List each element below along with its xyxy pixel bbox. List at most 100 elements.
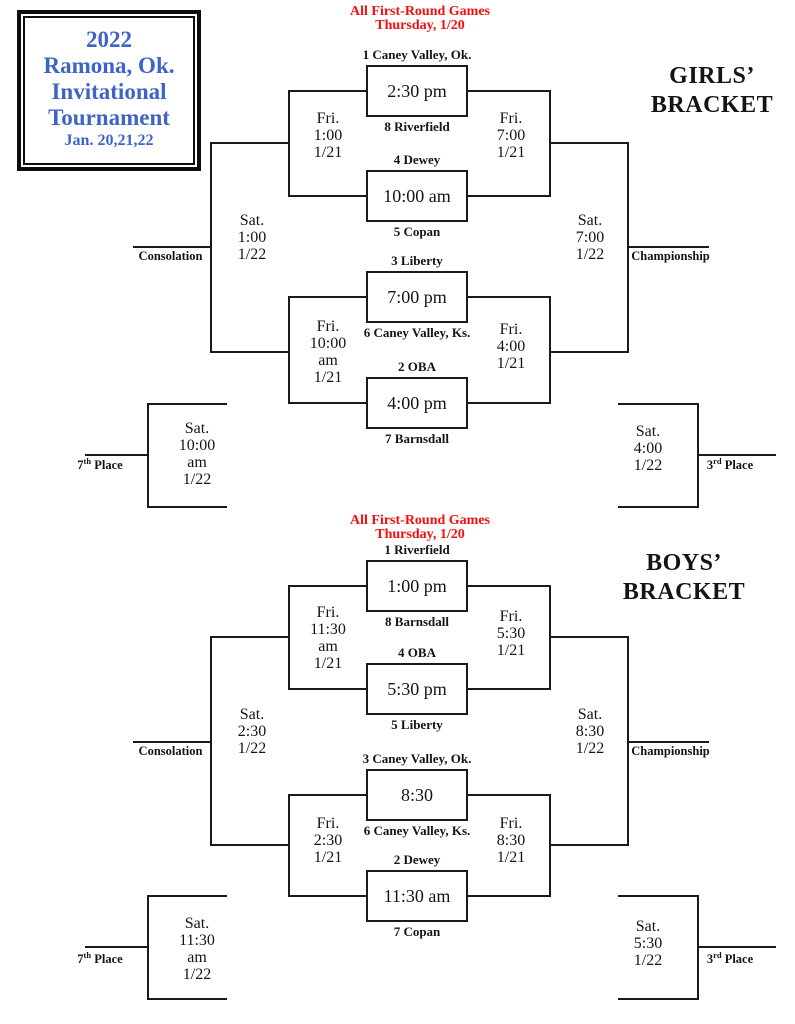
bracket-line [210, 844, 290, 846]
first-round-header: All First-Round Games Thursday, 1/20 [350, 4, 490, 33]
bracket-line [618, 506, 699, 508]
seed-team-top: 2 Dewey [393, 852, 441, 867]
consolation-time-label: Sat. 1:00 1/22 [237, 212, 267, 263]
place-word: Place [94, 458, 123, 473]
seed-team-bottom: 7 Copan [393, 924, 441, 939]
semifinal-time-label: Fri. 10:00 am 1/21 [309, 318, 347, 386]
bracket-line [618, 895, 699, 897]
place-word: Place [724, 458, 754, 473]
place-word: Place [724, 952, 754, 967]
game-box: 11:30 am [366, 870, 468, 922]
seed-team-top: 2 OBA [398, 359, 436, 374]
bracket-line [627, 741, 709, 743]
third-place-time-label: Sat. 5:30 1/22 [633, 918, 663, 969]
semifinal-time-label: Fri. 2:30 1/21 [313, 815, 343, 866]
bracket-line [549, 636, 629, 638]
title-year: 2022 [86, 27, 132, 52]
game-time: 10:00 am [383, 185, 451, 206]
championship-label: Championship [631, 744, 710, 758]
semifinal-time-label: Fri. 4:00 1/21 [496, 321, 526, 372]
seed-team-top: 1 Caney Valley, Ok. [362, 47, 472, 62]
bracket-line [288, 794, 368, 796]
game-box: 1:00 pm [366, 560, 468, 612]
semifinal-time-label: Fri. 7:00 1/21 [496, 110, 526, 161]
bracket-line [549, 351, 629, 353]
place-number: 3 [706, 952, 714, 967]
tournament-title-box: 2022 Ramona, Ok. Invitational Tournament… [17, 10, 201, 171]
third-place-label: 3rd Place [688, 456, 772, 473]
bracket-line [618, 403, 699, 405]
game-time: 7:00 pm [387, 286, 447, 307]
bracket-line [210, 636, 290, 638]
third-place-time-label: Sat. 4:00 1/22 [633, 423, 663, 474]
bracket-line [147, 895, 227, 897]
consolation-label: Consolation [138, 744, 203, 758]
bracket-line [288, 895, 368, 897]
bracket-line [627, 246, 709, 248]
game-time: 4:00 pm [387, 392, 447, 413]
bracket-line [549, 296, 551, 404]
bracket-line [466, 296, 549, 298]
bracket-line [85, 454, 149, 456]
bracket-line [210, 351, 290, 353]
seed-team-bottom: 5 Copan [393, 224, 441, 239]
bracket-line [549, 844, 629, 846]
place-number: 7 [77, 458, 84, 473]
title-dates: Jan. 20,21,22 [64, 132, 154, 149]
seed-team-bottom: 7 Barnsdall [385, 431, 449, 446]
place-ordinal-suffix: th [83, 950, 92, 960]
third-place-label: 3rd Place [688, 950, 772, 967]
championship-time-label: Sat. 8:30 1/22 [575, 706, 605, 757]
bracket-line [288, 195, 368, 197]
place-ordinal-suffix: rd [713, 950, 722, 960]
bracket-line [697, 946, 776, 948]
first-round-header: All First-Round Games Thursday, 1/20 [350, 513, 490, 542]
bracket-line [133, 246, 212, 248]
seventh-place-time-label: Sat. 11:30 am 1/22 [179, 915, 215, 983]
bracket-line [466, 585, 549, 587]
game-box: 7:00 pm [366, 271, 468, 323]
seed-team-bottom: 8 Riverfield [384, 119, 450, 134]
bracket-line [85, 946, 149, 948]
championship-time-label: Sat. 7:00 1/22 [575, 212, 605, 263]
bracket-line [133, 741, 212, 743]
bracket-line [466, 90, 549, 92]
bracket-line [147, 403, 227, 405]
game-box: 5:30 pm [366, 663, 468, 715]
semifinal-time-label: Fri. 11:30 am 1/21 [310, 604, 346, 672]
bracket-title: BOYS’ BRACKET [622, 550, 746, 605]
game-time: 5:30 pm [387, 678, 447, 699]
game-time: 8:30 [400, 784, 433, 805]
bracket-line [288, 296, 290, 404]
semifinal-time-label: Fri. 1:00 1/21 [313, 110, 343, 161]
seed-team-bottom: 6 Caney Valley, Ks. [363, 325, 471, 340]
title-event-line2: Tournament [48, 105, 170, 130]
title-city: Ramona, Ok. [43, 53, 175, 78]
seed-team-top: 3 Caney Valley, Ok. [362, 751, 472, 766]
seed-team-bottom: 8 Barnsdall [385, 614, 449, 629]
bracket-line [288, 402, 368, 404]
game-box: 10:00 am [366, 170, 468, 222]
bracket-line [466, 895, 549, 897]
seventh-place-time-label: Sat. 10:00 am 1/22 [178, 420, 216, 488]
place-number: 3 [706, 458, 714, 473]
seed-team-top: 3 Liberty [391, 253, 443, 268]
game-time: 1:00 pm [387, 575, 447, 596]
place-word: Place [94, 952, 123, 967]
game-time: 2:30 pm [387, 80, 447, 101]
bracket-line [549, 142, 629, 144]
title-event-line1: Invitational [51, 79, 167, 104]
bracket-line [697, 454, 776, 456]
bracket-title: GIRLS’ BRACKET [650, 63, 774, 118]
seed-team-top: 4 Dewey [393, 152, 441, 167]
semifinal-time-label: Fri. 5:30 1/21 [496, 608, 526, 659]
seed-team-bottom: 6 Caney Valley, Ks. [363, 823, 471, 838]
bracket-line [466, 402, 549, 404]
bracket-line [466, 794, 549, 796]
bracket-line [466, 195, 549, 197]
game-box: 4:00 pm [366, 377, 468, 429]
game-time: 11:30 am [383, 885, 451, 906]
bracket-line [210, 142, 290, 144]
game-box: 8:30 [366, 769, 468, 821]
